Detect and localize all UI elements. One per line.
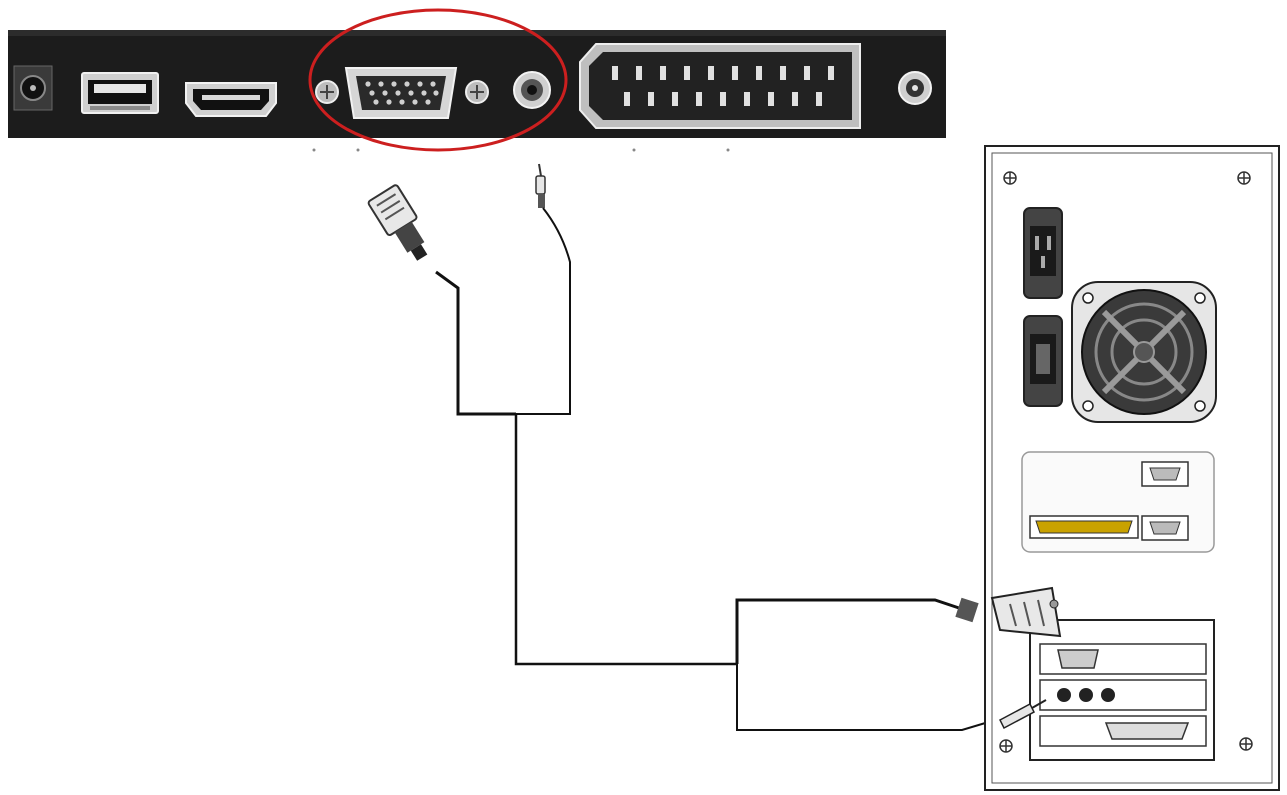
psu-fan-icon: [1071, 281, 1217, 423]
usb-port-icon: [81, 72, 159, 114]
dc-power-jack-icon: [13, 65, 53, 111]
audio-cable-pc: [736, 664, 1003, 731]
vga-cable-pc: [735, 598, 966, 664]
power-inlet-icon: [1023, 207, 1063, 299]
audio-jack-icon: [513, 71, 551, 109]
io-plate: [1021, 451, 1215, 553]
merged-cable: [514, 414, 737, 666]
audio-cable: [516, 207, 571, 415]
scart-port-icon: [579, 43, 861, 129]
case-screw-icon: [999, 171, 1253, 753]
coax-port-icon: [898, 71, 932, 105]
audio-plug-tv-icon: [535, 163, 546, 208]
panel-tick-marks: [312, 148, 730, 152]
expansion-slots: [1029, 619, 1215, 761]
audio-jacks-icon: [1057, 688, 1115, 702]
pc-tower: [955, 145, 1280, 791]
vga-plug-tv-icon: [367, 184, 428, 261]
vga-port-icon: [1057, 649, 1099, 669]
serial-port-icon: [1141, 515, 1189, 541]
cable-paths: [435, 207, 1003, 731]
tv-rear-panel: [8, 8, 946, 152]
parallel-port-icon: [1029, 515, 1139, 539]
gameport-icon: [1104, 722, 1190, 740]
audio-plug-pc-icon: [999, 699, 1047, 730]
hdmi-port-icon: [185, 82, 277, 117]
highlight-ellipse: [308, 8, 568, 152]
vga-plug-pc-icon: [955, 586, 1062, 638]
power-outlet-icon: [1023, 315, 1063, 407]
vga-port-icon: [315, 67, 489, 119]
serial-port-icon: [1141, 461, 1189, 487]
vga-cable: [435, 270, 516, 416]
